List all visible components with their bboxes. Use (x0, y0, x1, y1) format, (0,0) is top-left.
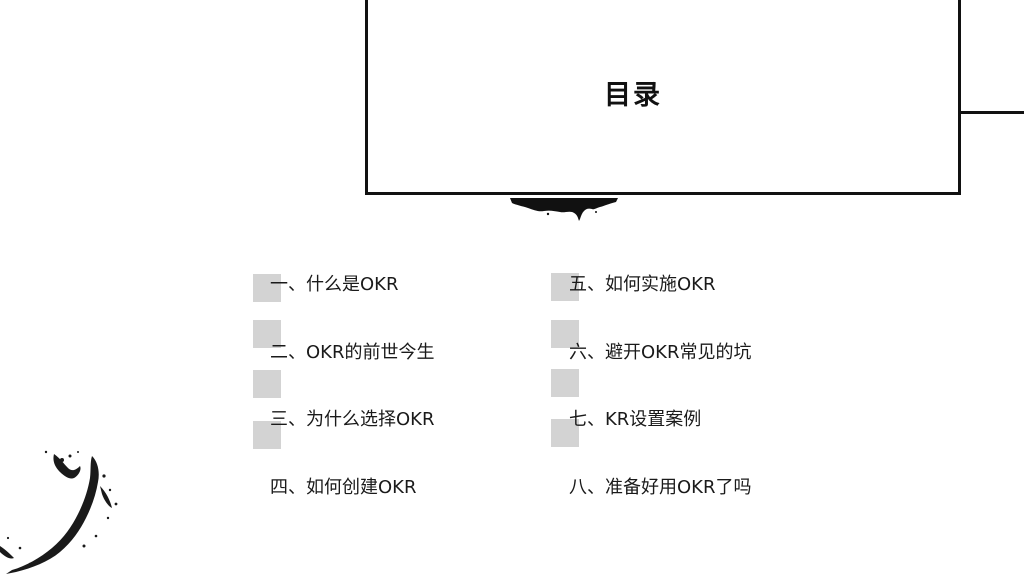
ink-drip-icon (510, 198, 618, 221)
toc-item-2[interactable]: 二、OKR的前世今生 (270, 342, 435, 363)
toc-item-4[interactable]: 四、如何创建OKR (270, 477, 417, 498)
marker-square (253, 320, 281, 348)
marker-square (551, 320, 579, 348)
toc-item-6[interactable]: 六、避开OKR常见的坑 (569, 342, 752, 363)
toc-item-8[interactable]: 八、准备好用OKR了吗 (569, 477, 752, 498)
frame-step-vertical (958, 111, 961, 195)
marker-square (551, 419, 579, 447)
toc-item-3[interactable]: 三、为什么选择OKR (270, 409, 435, 430)
slide-title: 目录 (604, 80, 662, 111)
toc-item-1[interactable]: 一、什么是OKR (270, 274, 399, 295)
marker-square (253, 370, 281, 398)
marker-square (551, 273, 579, 301)
marker-square (253, 274, 281, 302)
title-frame (365, 0, 961, 195)
ink-splash-icon (0, 450, 118, 574)
marker-square (551, 369, 579, 397)
frame-step-line (961, 111, 1024, 114)
marker-square (253, 421, 281, 449)
toc-item-5[interactable]: 五、如何实施OKR (569, 274, 716, 295)
toc-item-7[interactable]: 七、KR设置案例 (569, 409, 702, 430)
